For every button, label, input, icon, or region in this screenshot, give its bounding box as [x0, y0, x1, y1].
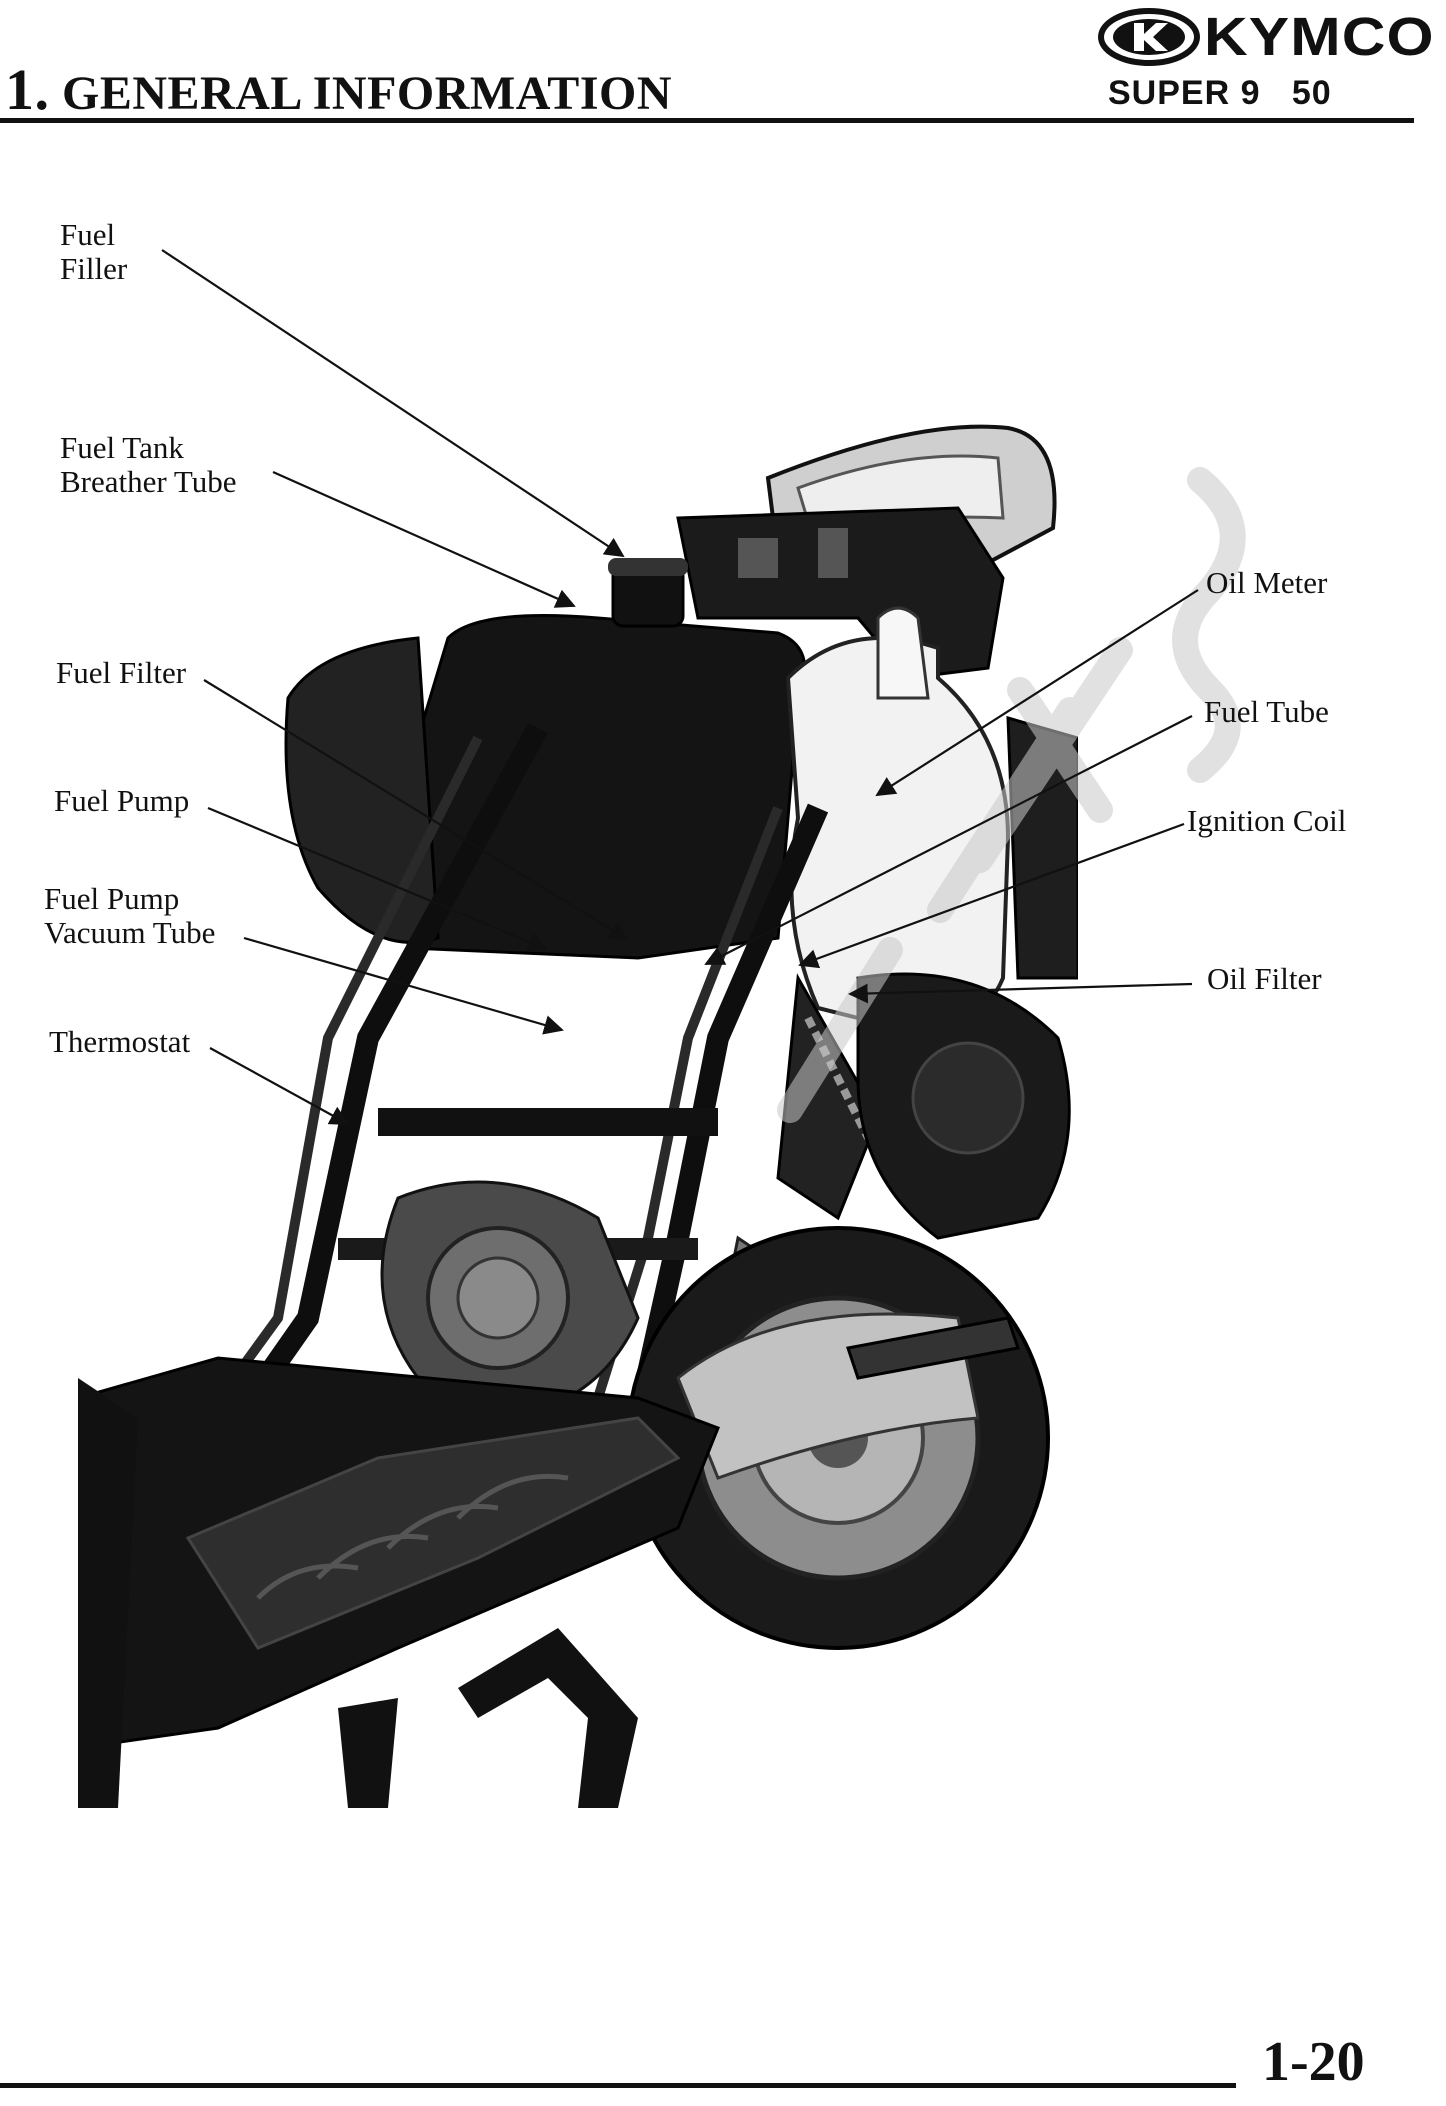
chapter-number: 1. [5, 57, 50, 122]
callout-thermostat: Thermostat [49, 1025, 190, 1059]
callout-line: Fuel Pump [44, 881, 180, 916]
callout-fuel-pump: Fuel Pump [54, 784, 189, 818]
callout-line: Oil Filter [1207, 961, 1322, 996]
chapter-title: 1. GENERAL INFORMATION [5, 56, 672, 123]
brand-name: KYMCO [1204, 7, 1435, 67]
callout-line: Fuel Tube [1204, 694, 1329, 729]
kymco-k-icon [1098, 8, 1200, 66]
callout-line: Fuel Pump [54, 783, 190, 818]
callout-fuel-tank-breather-tube: Fuel Tank Breather Tube [60, 431, 237, 499]
model-name: SUPER 9 50 [1108, 74, 1332, 112]
callout-line: Fuel Filter [56, 655, 187, 690]
callout-oil-filter: Oil Filter [1207, 962, 1322, 996]
page-number: 1-20 [1262, 2031, 1365, 2093]
callout-line: Oil Meter [1206, 565, 1328, 600]
callout-line: Ignition Coil [1187, 803, 1347, 838]
callout-line: Fuel [60, 217, 116, 252]
callout-fuel-filler: Fuel Filler [60, 218, 127, 286]
callout-line: Vacuum Tube [44, 915, 216, 950]
callout-line: Breather Tube [60, 464, 237, 499]
callout-fuel-pump-vacuum-tube: Fuel Pump Vacuum Tube [44, 882, 215, 950]
chapter-title-text: GENERAL INFORMATION [62, 67, 672, 120]
callout-line: Thermostat [49, 1024, 191, 1059]
callout-ignition-coil: Ignition Coil [1187, 804, 1346, 838]
header-rule [0, 118, 1414, 123]
callout-fuel-filter: Fuel Filter [56, 656, 186, 690]
callout-line: Fuel Tank [60, 430, 184, 465]
kymco-logo: KYMCO [1098, 6, 1444, 68]
callout-fuel-tube: Fuel Tube [1204, 695, 1329, 729]
footer-rule [0, 2083, 1236, 2088]
callout-line: Filler [60, 251, 128, 286]
callout-oil-meter: Oil Meter [1206, 566, 1327, 600]
watermark-stamp [777, 467, 1246, 1123]
